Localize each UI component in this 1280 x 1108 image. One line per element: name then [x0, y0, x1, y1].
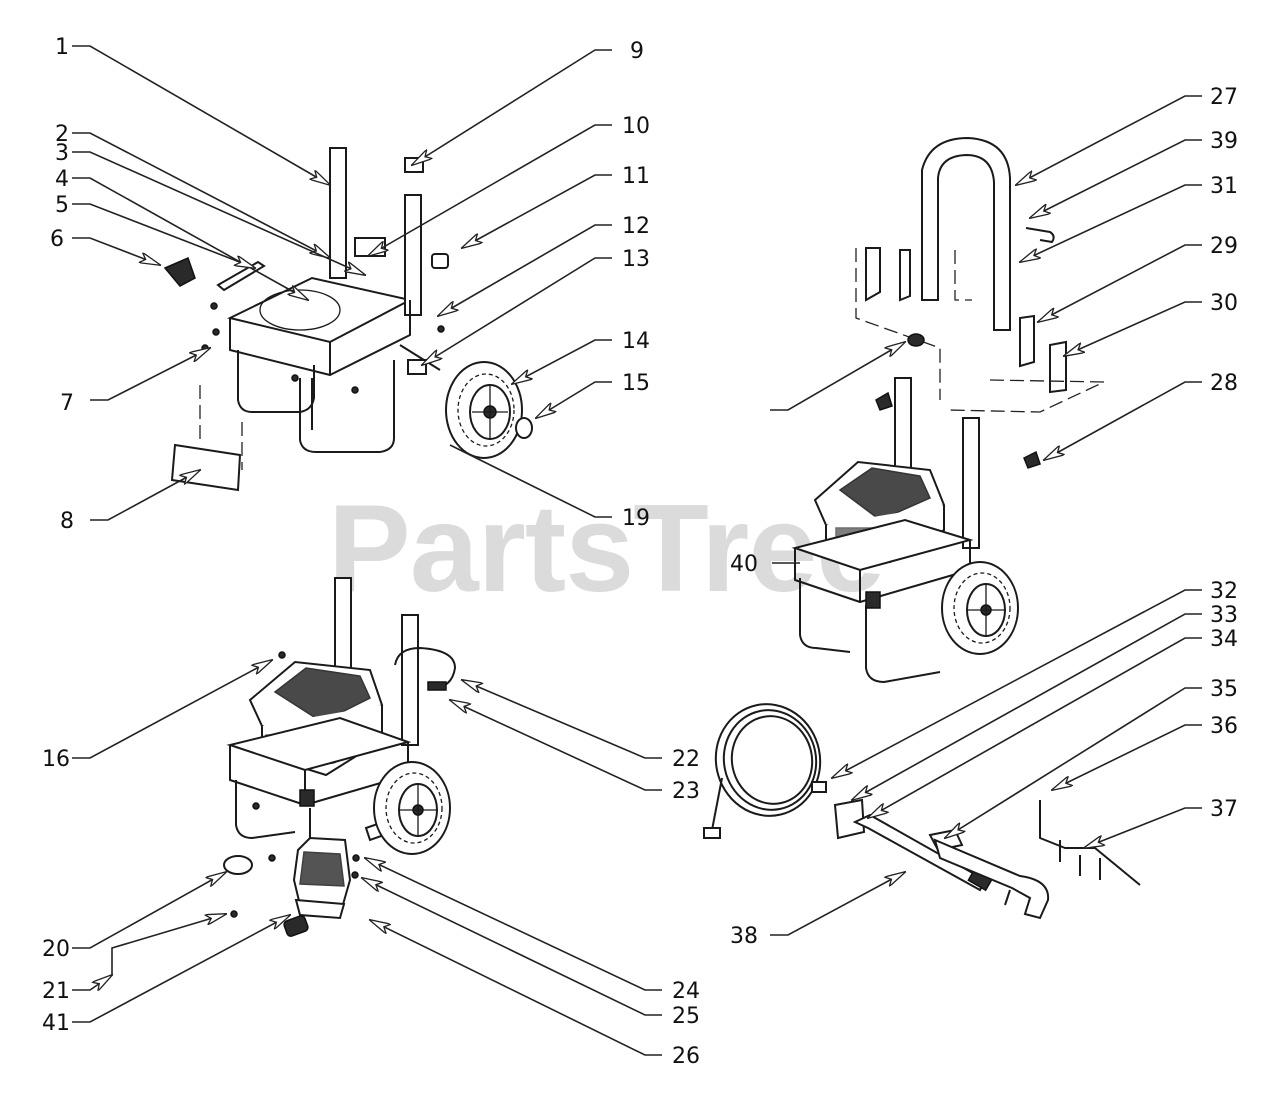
callout-7: 7 — [60, 391, 74, 416]
leader-lines — [72, 45, 1202, 1056]
callout-27: 27 — [1210, 85, 1238, 110]
callout-23: 23 — [672, 779, 700, 804]
callout-16: 16 — [42, 747, 70, 772]
callout-1: 1 — [55, 35, 69, 60]
callout-33: 33 — [1210, 603, 1238, 628]
callout-41: 41 — [42, 1011, 70, 1036]
assembled-unit-left — [226, 577, 456, 855]
callout-20: 20 — [42, 937, 70, 962]
callout-2: 2 — [55, 122, 69, 147]
callout-37: 37 — [1210, 797, 1238, 822]
callout-13: 13 — [622, 247, 650, 272]
callout-4: 4 — [55, 167, 69, 192]
callout-14: 14 — [622, 329, 650, 354]
callout-11: 11 — [622, 164, 650, 189]
callout-21: 21 — [42, 979, 70, 1004]
callout-10: 10 — [622, 114, 650, 139]
right-upright — [404, 194, 422, 316]
callout-29: 29 — [1210, 234, 1238, 259]
callout-labels: 1 2 3 4 5 6 7 8 9 10 11 12 13 14 15 16 1… — [42, 35, 1238, 1069]
callout-32: 32 — [1210, 579, 1238, 604]
callout-28: 28 — [1210, 371, 1238, 396]
callout-5: 5 — [55, 193, 69, 218]
callout-6: 6 — [50, 227, 64, 252]
callout-25: 25 — [672, 1004, 700, 1029]
callout-30: 30 — [1210, 291, 1238, 316]
wheel-right — [941, 561, 1019, 655]
callout-39: 39 — [1210, 129, 1238, 154]
wheel-top — [445, 361, 523, 459]
callout-12: 12 — [622, 214, 650, 239]
callout-34: 34 — [1210, 627, 1238, 652]
callout-8: 8 — [60, 509, 74, 534]
frame-assembly — [163, 147, 533, 492]
callout-38: 38 — [730, 924, 758, 949]
callout-36: 36 — [1210, 714, 1238, 739]
callout-24: 24 — [672, 979, 700, 1004]
spray-gun — [933, 838, 1050, 920]
callout-31: 31 — [1210, 174, 1238, 199]
callout-22: 22 — [672, 747, 700, 772]
wheel-left — [373, 761, 451, 855]
callout-19: 19 — [622, 506, 650, 531]
callout-3: 3 — [55, 141, 69, 166]
callout-40: 40 — [730, 552, 758, 577]
left-upright — [329, 147, 347, 279]
pump-assembly — [223, 836, 360, 937]
handle-assembly — [855, 136, 1105, 469]
callout-15: 15 — [622, 371, 650, 396]
callout-26: 26 — [672, 1044, 700, 1069]
assembled-unit-right — [791, 377, 1019, 683]
hose-gun-assembly — [703, 703, 1141, 920]
base-plate — [227, 276, 413, 344]
hose-coil — [703, 703, 827, 839]
callout-9: 9 — [630, 39, 644, 64]
decal-plate — [170, 443, 242, 492]
callout-35: 35 — [1210, 677, 1238, 702]
